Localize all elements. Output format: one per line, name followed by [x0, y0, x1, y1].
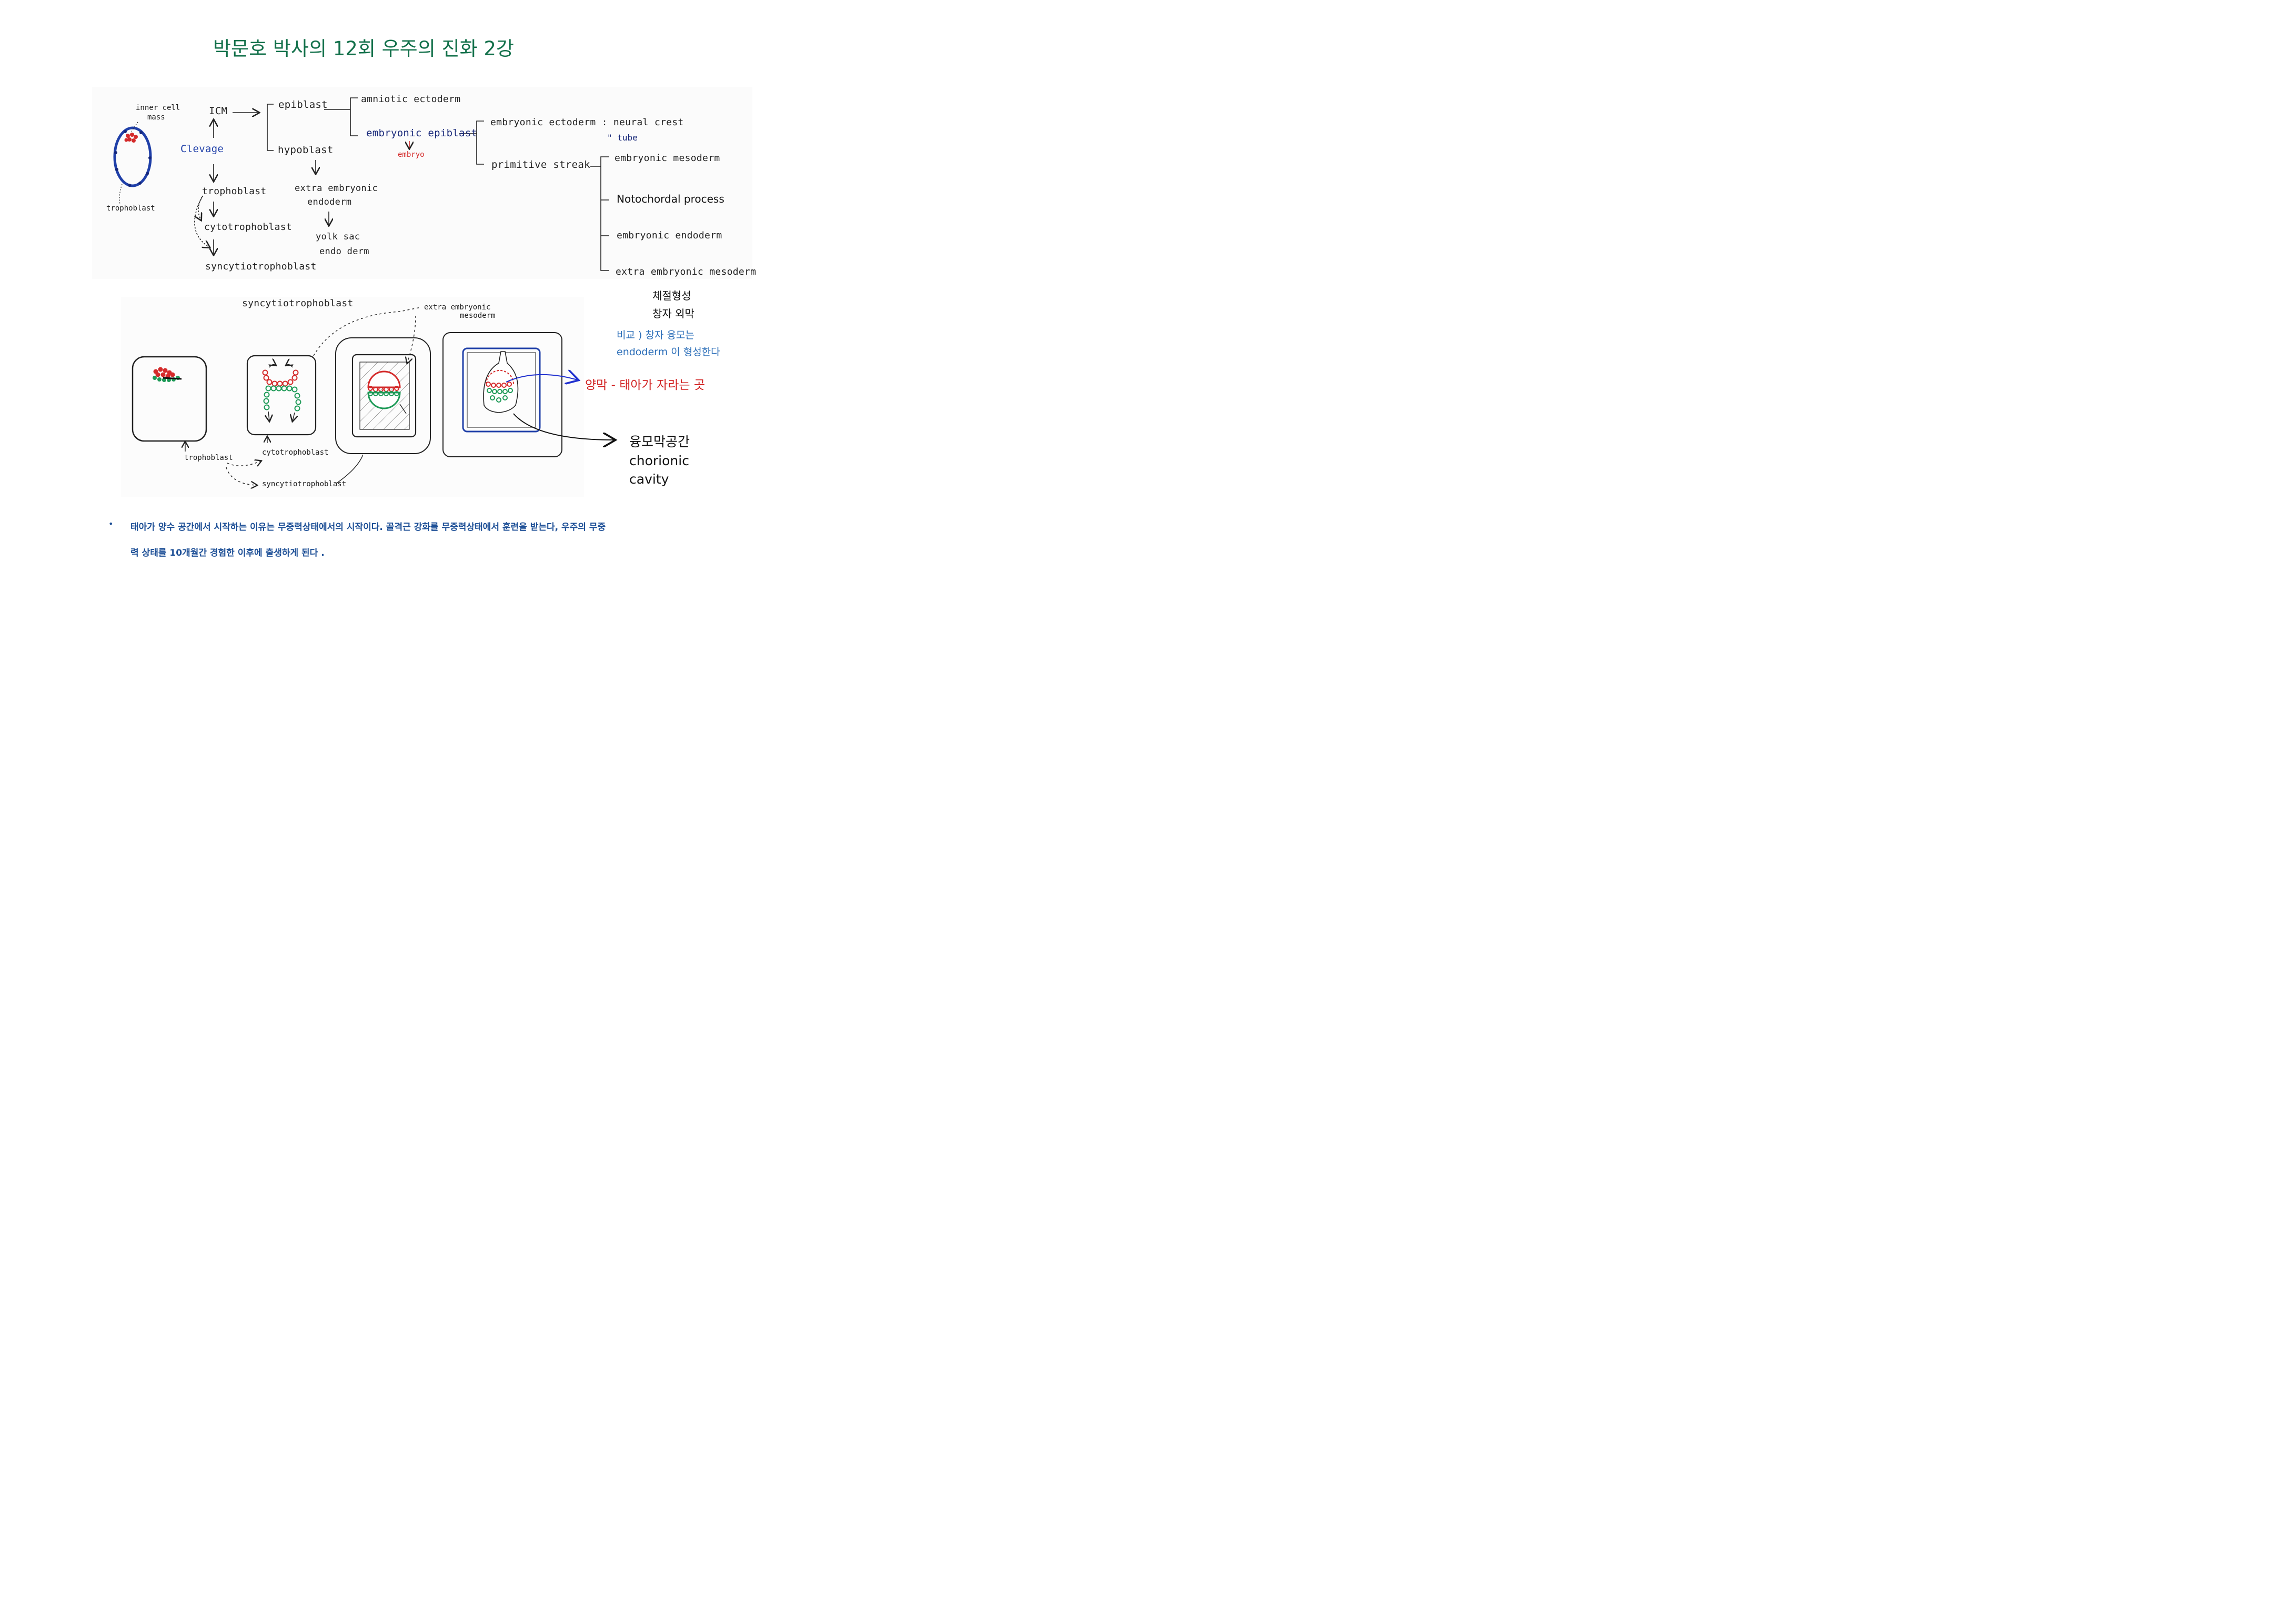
inner-cell-mass-label-1: inner cell [136, 104, 180, 112]
amnion-note: 양막 - 태아가 자라는 곳 [585, 378, 705, 392]
extra-embryonic-mesoderm-label: extra embryonic mesoderm [616, 266, 757, 277]
flowchart-lines [195, 97, 609, 271]
compare-note-1: 비교 ) 창자 융모는 [617, 329, 694, 341]
trophoblast-label: trophoblast [202, 186, 267, 197]
amniotic-ectoderm-label: amniotic ectoderm [361, 94, 461, 105]
chorionic-arrow [513, 413, 615, 440]
chorionic-note-ko: 융모막공간 [629, 434, 690, 449]
syncytiotrophoblast-label: syncytiotrophoblast [205, 261, 317, 272]
page-title: 박문호 박사의 12회 우주의 진화 2강 [213, 37, 514, 60]
bullet-line-1: 태아가 양수 공간에서 시작하는 이유는 무중력상태에서의 시작이다. 골격근 … [130, 522, 606, 533]
stage-1-drawing [132, 356, 207, 442]
embryonic-ectoderm-label: embryonic ectoderm : neural crest [490, 117, 684, 128]
chorionic-note-en-1: chorionic [629, 453, 689, 468]
bullet-marker: • [108, 519, 114, 529]
cytotrophoblast-bottom-label: cytotrophoblast [262, 448, 329, 457]
primitive-streak-label: primitive streak [491, 159, 590, 171]
yolk-sac-label-1: yolk sac [316, 232, 360, 242]
icm-label: ICM [209, 105, 228, 117]
stage-4-drawing [442, 332, 562, 457]
tube-label: " tube [607, 133, 638, 143]
cytotrophoblast-label: cytotrophoblast [204, 222, 293, 233]
notochordal-process-label: Notochordal process [617, 193, 724, 205]
syncytiotrophoblast-bottom-label: syncytiotrophoblast [262, 480, 347, 488]
blastocyst-drawing [113, 122, 152, 205]
page: 박문호 박사의 12회 우주의 진화 2강 inner cell mass tr… [0, 0, 812, 574]
clevage-label: Clevage [180, 143, 224, 155]
extra-embryonic-mesoderm-label-2: mesoderm [460, 312, 496, 320]
extra-embryonic-endoderm-label-2: endoderm [307, 197, 352, 207]
epiblast-label: epiblast [278, 99, 328, 111]
chorion-note: 창자 외막 [652, 307, 694, 320]
diagram-graphics [113, 97, 812, 574]
embryonic-epiblast-label: embryonic epiblast [366, 127, 478, 139]
inner-cell-mass-label-2: mass [147, 113, 165, 122]
yolk-sac-label-2: endo derm [319, 246, 369, 257]
embryo-label: embryo [398, 151, 425, 159]
somite-note: 체절형성 [652, 289, 691, 302]
syncytiotrophoblast-top-label: syncytiotrophoblast [242, 298, 354, 309]
bottom-connectors [185, 307, 421, 485]
bullet-line-2: 력 상태를 10개월간 경험한 이후에 출생하게 된다 . [130, 548, 325, 558]
trophoblast-small-label: trophoblast [106, 204, 155, 213]
compare-note-2: endoderm 이 형성한다 [617, 346, 720, 358]
trophoblast-bottom-label: trophoblast [184, 454, 233, 462]
amnion-arrow [506, 375, 578, 382]
chorionic-note-en-2: cavity [629, 472, 669, 487]
stage-2-drawing [246, 355, 317, 436]
embryonic-endoderm-label: embryonic endoderm [617, 230, 722, 241]
stage-3-drawing [335, 337, 431, 454]
hypoblast-label: hypoblast [278, 144, 334, 156]
embryonic-mesoderm-label: embryonic mesoderm [615, 153, 720, 164]
extra-embryonic-endoderm-label-1: extra embryonic [295, 183, 378, 194]
extra-embryonic-mesoderm-label-1: extra embryonic [424, 303, 491, 312]
